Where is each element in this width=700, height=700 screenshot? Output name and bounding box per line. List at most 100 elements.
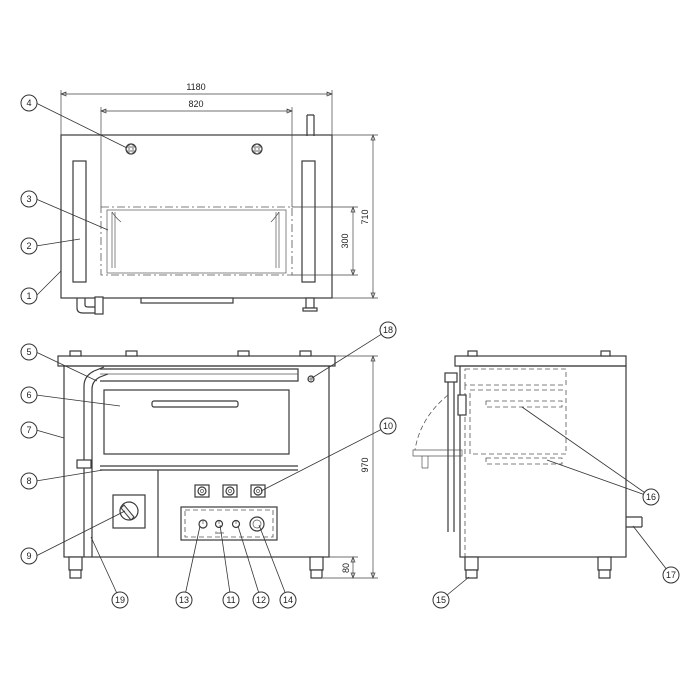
callout-9: 9 [20, 547, 38, 565]
callout-8: 8 [20, 472, 38, 490]
side-hidden-rack-top [485, 400, 563, 408]
front-hood [100, 368, 299, 382]
dim-line-1180 [60, 90, 333, 135]
front-top-bump-2 [125, 350, 138, 357]
front-top-bump-1 [69, 350, 82, 357]
bottom-left-fitting [94, 296, 104, 315]
side-leg-right [597, 556, 612, 579]
svg-text:11: 11 [226, 595, 235, 605]
callout-6: 6 [20, 386, 38, 404]
front-view: Ikom 970 80 [57, 350, 378, 579]
dim-label-1180: 1180 [186, 82, 205, 92]
bottom-drip-tray [140, 297, 234, 304]
leader-17 [632, 525, 672, 576]
side-top-bump-2 [600, 350, 611, 357]
dim-arrows-710 [370, 134, 376, 299]
side-door-open [412, 449, 463, 457]
valve-handle [120, 504, 135, 521]
callout-3: 3 [20, 190, 38, 208]
dim-line-710 [332, 134, 378, 299]
dim-arrows-300 [350, 206, 356, 276]
dim-label-300: 300 [340, 233, 350, 248]
callout-11: 11 [222, 591, 240, 609]
callout-13: 13 [175, 591, 193, 609]
callout-1: 1 [20, 287, 38, 305]
front-side-pipe [83, 366, 109, 557]
leader-7 [35, 429, 65, 439]
dim-arrows-80 [350, 556, 356, 579]
svg-text:10: 10 [383, 421, 393, 431]
leader-8 [35, 469, 104, 482]
side-rail [447, 381, 455, 532]
top-right-slot [301, 160, 316, 283]
dim-arrows-970 [370, 355, 376, 579]
window-hooks [111, 211, 280, 223]
side-top-plate [454, 355, 627, 367]
side-leg-left [464, 556, 479, 579]
control-panel-label: Ikom [215, 530, 224, 535]
svg-text:12: 12 [256, 595, 266, 605]
svg-text:14: 14 [283, 595, 293, 605]
gauge-3 [250, 484, 266, 498]
valve-knob-ring [119, 501, 139, 521]
callout-12: 12 [252, 591, 270, 609]
svg-text:17: 17 [666, 570, 676, 580]
top-left-slot [72, 160, 87, 283]
svg-text:16: 16 [646, 492, 656, 502]
svg-text:1: 1 [26, 291, 31, 301]
callout-18: 18 [379, 321, 397, 339]
leader-13 [183, 525, 201, 601]
callout-4: 4 [20, 94, 38, 112]
bottom-left-pipe [76, 298, 98, 314]
callout-15: 15 [432, 591, 450, 609]
side-rear-pipe [626, 516, 643, 528]
front-divider [100, 465, 298, 471]
leader-9 [35, 510, 126, 557]
leader-2 [35, 238, 81, 247]
leader-10 [260, 425, 389, 492]
front-leg-left [68, 556, 83, 579]
front-oven-door [103, 389, 290, 455]
front-top-bump-3 [237, 350, 250, 357]
dim-line-820 [100, 107, 293, 207]
top-view-body [60, 134, 333, 299]
leader-6 [35, 394, 121, 407]
svg-text:2: 2 [26, 241, 31, 251]
top-chimney [306, 114, 315, 136]
callout-7: 7 [20, 421, 38, 439]
gauge-2 [222, 484, 238, 498]
svg-text:13: 13 [179, 595, 189, 605]
side-view [412, 350, 643, 579]
front-side-fitting-cross [308, 376, 314, 382]
side-hidden-hood [464, 368, 567, 386]
callout-5: 5 [20, 343, 38, 361]
leader-3 [35, 198, 109, 231]
leader-1 [35, 270, 62, 297]
svg-text:3: 3 [26, 194, 31, 204]
side-top-bump-1 [467, 350, 478, 357]
leader-14 [258, 524, 289, 601]
side-rail-top-cap [444, 372, 458, 383]
leader-5 [35, 351, 98, 382]
leader-18 [311, 329, 389, 379]
callout-17: 17 [662, 566, 680, 584]
front-top-bump-4 [299, 350, 312, 357]
valve-box [112, 494, 146, 529]
dim-line-970 [323, 355, 378, 579]
oven-door-handle [151, 400, 239, 408]
leader-16 [521, 406, 652, 498]
dim-label-80: 80 [341, 563, 351, 573]
top-window-inner [106, 209, 287, 274]
bottom-right-foot-pad [302, 307, 318, 312]
svg-text:8: 8 [26, 476, 31, 486]
top-window-outline [100, 206, 293, 276]
dim-label-820: 820 [188, 99, 203, 109]
burner-right [251, 143, 263, 155]
control-dial-14-inner [252, 519, 262, 529]
bottom-right-foot [305, 297, 315, 309]
side-hidden-rack-bottom [485, 457, 563, 465]
front-top-plate [57, 355, 336, 367]
leader-11 [219, 524, 232, 601]
front-body [63, 365, 330, 558]
